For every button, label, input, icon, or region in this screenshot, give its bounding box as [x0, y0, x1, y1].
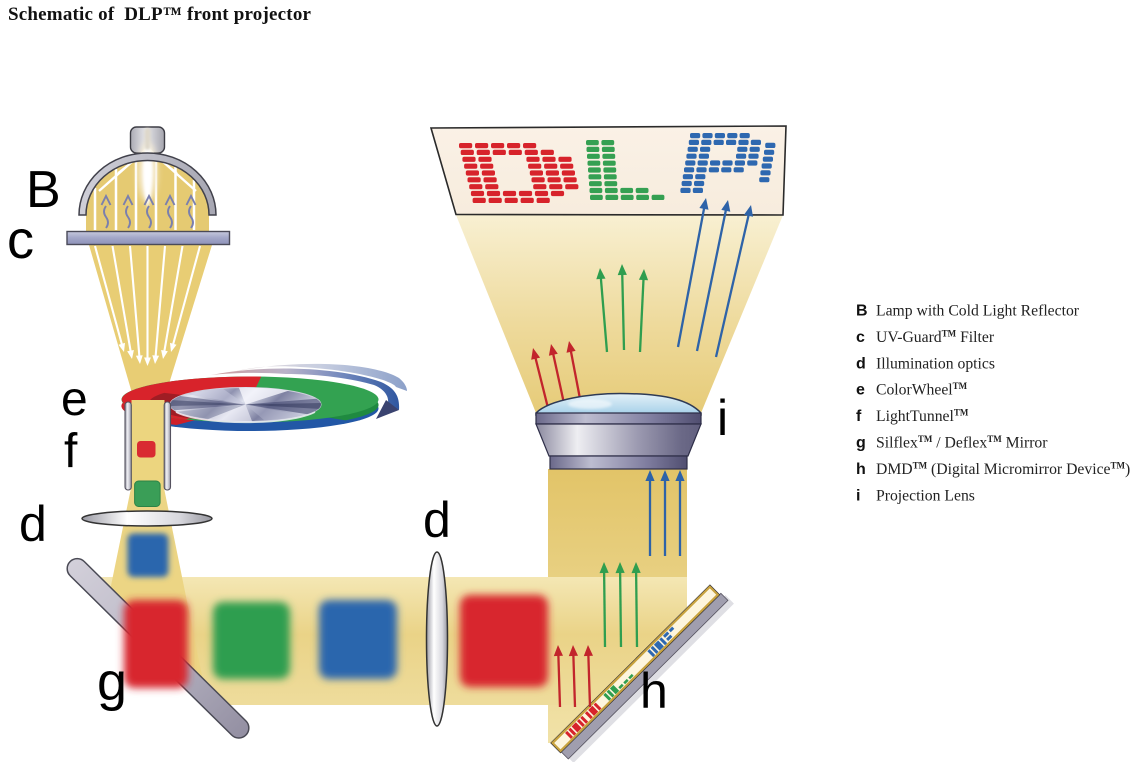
svg-text:c: c: [856, 329, 865, 346]
svg-text:f: f: [856, 408, 862, 425]
svg-text:Projection Lens: Projection Lens: [876, 487, 975, 504]
svg-text:DMDTM​ (Digital Micromirror De: DMDTM​ (Digital Micromirror DeviceTM​): [876, 460, 1130, 478]
svg-text:LightTunnelTM​: LightTunnelTM​: [876, 408, 969, 426]
svg-text:i: i: [856, 487, 860, 504]
svg-text:UV-GuardTM​ Filter: UV-GuardTM​ Filter: [876, 328, 995, 346]
svg-text:Illumination optics: Illumination optics: [876, 355, 995, 372]
svg-text:i: i: [717, 390, 728, 446]
svg-text:SilflexTM​ / DeflexTM​ Mirror: SilflexTM​ / DeflexTM​ Mirror: [876, 434, 1048, 452]
svg-text:h: h: [640, 663, 668, 719]
svg-text:f: f: [64, 425, 78, 478]
svg-text:g: g: [97, 652, 127, 712]
svg-text:c: c: [7, 210, 34, 270]
svg-text:ColorWheelTM​: ColorWheelTM​: [876, 381, 968, 399]
svg-text:e: e: [856, 382, 865, 399]
svg-text:e: e: [61, 373, 88, 426]
svg-text:d: d: [19, 496, 47, 552]
svg-text:B: B: [26, 161, 61, 219]
svg-text:d: d: [856, 355, 866, 372]
svg-text:Lamp with Cold Light Reflector: Lamp with Cold Light Reflector: [876, 303, 1080, 320]
svg-text:B: B: [856, 303, 868, 320]
svg-text:h: h: [856, 461, 866, 478]
svg-text:g: g: [856, 435, 866, 452]
svg-text:d: d: [423, 492, 451, 548]
